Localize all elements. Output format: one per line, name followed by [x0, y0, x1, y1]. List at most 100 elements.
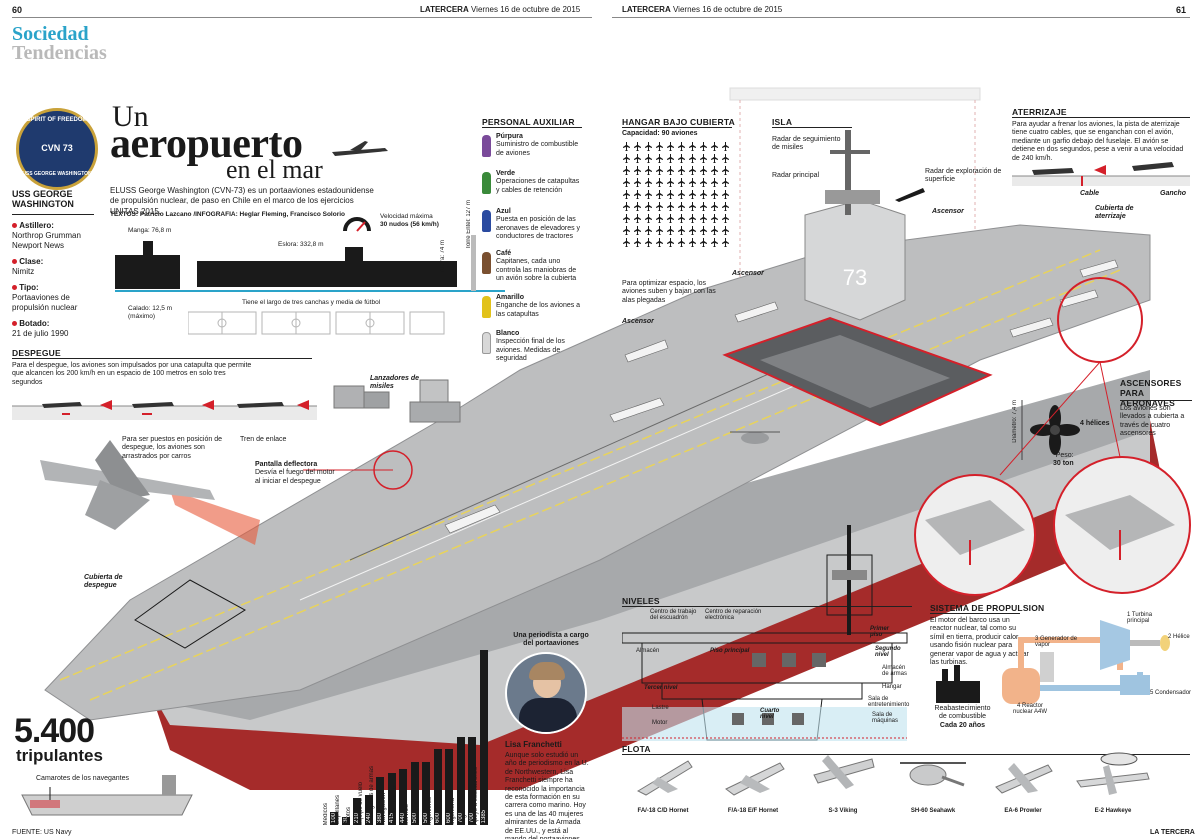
- personal-color-name: Púrpura: [496, 133, 523, 140]
- info-item-launched: Botado: 21 de julio 1990: [12, 319, 94, 339]
- info-label-launched: Botado:: [19, 318, 50, 328]
- level-label-second: Segundo nivel: [875, 646, 901, 658]
- crew-bar: [410, 762, 419, 825]
- levels-diagram: [622, 525, 908, 741]
- fleet-row: FA/-18 C/D Hornet F/A-18 E/F Hornet S-3 …: [612, 752, 1200, 826]
- personal-title: PERSONAL AUXILIAR: [482, 117, 575, 127]
- hull-number: 73: [843, 265, 867, 290]
- crew-bar: [376, 777, 384, 825]
- title-line-1: Un: [112, 100, 149, 133]
- info-value-launched: 21 de julio 1990: [12, 328, 69, 338]
- elevator-label-2: Ascensor: [622, 318, 654, 325]
- level-label-entertainment: Sala de entretenimiento: [868, 696, 910, 708]
- crew-bar-label: Servicio: [403, 803, 410, 825]
- fa18-hornet-icon: [636, 760, 693, 796]
- crew-figure-icon: [482, 172, 491, 194]
- crew-bar: [433, 749, 442, 825]
- missile-launchers-illustration: [333, 379, 461, 423]
- title-line-3: en el mar: [226, 155, 323, 184]
- crew-bar: [445, 749, 453, 825]
- masthead-right: LATERCERA Viernes 16 de octubre de 2015: [622, 5, 782, 15]
- manga-label: Manga: 76,8 m: [128, 227, 172, 234]
- crew-bar: [399, 769, 407, 825]
- personal-color-name: Café: [496, 250, 512, 257]
- crew-bar: [341, 817, 350, 825]
- personal-color-name: Blanco: [496, 330, 520, 337]
- refuel-label: Reabastecimiento de combustible: [934, 705, 991, 721]
- personal-color-text: Inspección final de los aviones. Medidas…: [496, 338, 565, 363]
- isla-title: ISLA: [772, 117, 793, 127]
- level-label-engine: Motor: [652, 720, 668, 726]
- prop-step-number: 5: [1150, 690, 1154, 696]
- intro-text: ELUSS George Washington (CVN-73) es un p…: [110, 186, 374, 216]
- crew-figure-icon: [482, 210, 491, 232]
- section-title: Sociedad: [12, 23, 89, 45]
- tower-label: Torre Entel: 127 m: [466, 200, 472, 250]
- propeller-weight-value: 30 ton: [1053, 460, 1074, 468]
- subsection-title: Tendencias: [12, 42, 107, 64]
- fa18ef-hornet-icon: [725, 762, 785, 796]
- radar-tracking-label: Radar de seguimiento de misiles: [772, 136, 841, 152]
- fleet-item: E-2 Hawkeye: [1072, 745, 1154, 814]
- fleet-name: S-3 Viking: [828, 808, 858, 814]
- info-value-class: Nimitz: [12, 266, 35, 276]
- prop-step-number: 3: [1035, 636, 1039, 642]
- masthead-right-brand: LATERCERA: [622, 5, 671, 14]
- intro-credits: TEXTOS: Patricio Lazcano /INFOGRAFIA: He…: [110, 211, 345, 218]
- ship-seal: SPIRIT OF FREEDOM CVN 73 USS GEORGE WASH…: [16, 108, 98, 190]
- speedometer-icon: [343, 217, 371, 232]
- niveles-title: NIVELES: [622, 596, 660, 606]
- masthead-left-date: Viernes 16 de octubre de 2015: [470, 5, 581, 14]
- crew-figure-icon: [482, 135, 491, 157]
- catapult-diagram: [12, 400, 317, 420]
- prop-propeller-label: Hélice: [1173, 634, 1190, 640]
- hangar-capacity-grid: [623, 142, 729, 247]
- hangar-note: Para optimizar espacio, los aviones sube…: [622, 280, 716, 304]
- despegue-note-carts: Para ser puestos en posición de despegue…: [122, 436, 223, 460]
- info-label-type: Tipo:: [19, 282, 39, 292]
- propulsion-text: El motor del barco usa un reactor nuclea…: [930, 617, 1029, 666]
- prop-generator: 3 Generador de vapor: [1035, 636, 1083, 648]
- level-label-electronics: Centro de reparación electrónica: [705, 609, 762, 621]
- seal-center-text: CVN 73: [41, 143, 73, 153]
- journalist-photo: [505, 652, 587, 734]
- propeller-count-label: 4 hélices: [1080, 420, 1110, 427]
- ea6-prowler-icon: [995, 763, 1053, 794]
- prop-reactor: 4 Reactor nuclear A4W: [1010, 703, 1050, 715]
- propulsion-diagram: [1002, 620, 1170, 704]
- cable-label: Cable: [1080, 190, 1100, 197]
- level-label-first-floor: Primer piso: [870, 626, 890, 638]
- seal-bottom-text: USS GEORGE WASHINGTON: [22, 171, 92, 177]
- journalist-name: Lisa Franchetti: [505, 740, 562, 749]
- crew-bar-label: Técnicos: [415, 800, 421, 825]
- prop-reactor-label: Reactor nuclear A4W: [1012, 703, 1048, 715]
- crew-figure-icon: [482, 332, 491, 354]
- crew-figure-icon: [482, 296, 491, 318]
- journalist-text: Aunque solo estudió un año de periodismo…: [505, 752, 589, 839]
- crew-figure-icon: [482, 252, 491, 274]
- speed-label: Velocidad máxima: [380, 213, 433, 220]
- prop-propeller: 2 Hélice: [1168, 634, 1190, 640]
- personal-color-name: Azul: [496, 208, 511, 215]
- journalist-heading: Una periodista a cargo del portaaviones: [513, 632, 589, 648]
- eslora-label: Eslora: 332,8 m: [278, 241, 324, 248]
- pantalla-title: Pantalla deflectora: [255, 461, 318, 468]
- crew-bar: [364, 795, 373, 825]
- crew-bar-label: Médicos: [323, 802, 329, 825]
- crew-bar-label: Capellanes: [334, 794, 341, 825]
- personal-color-text: Enganche de los aviones a las catapultas: [496, 302, 581, 318]
- info-item-class: Clase: Nimitz: [12, 257, 94, 277]
- crew-bar-label: Equipo de vuelo: [357, 781, 364, 825]
- radar-main-label: Radar principal: [772, 172, 820, 179]
- calado-label: Calado: 12,5 m (máximo): [128, 305, 173, 320]
- prop-turbine-label: Turbina principal: [1127, 612, 1153, 624]
- crew-number: 5.400: [14, 712, 95, 750]
- pantalla-text: Desvía el fuego del motor al iniciar el …: [255, 469, 335, 485]
- crew-bar-label: Seguridad: [461, 797, 467, 825]
- fields-label: Tiene el largo de tres canchas y media d…: [242, 299, 381, 306]
- despegue-note-link: Tren de enlace: [240, 436, 287, 443]
